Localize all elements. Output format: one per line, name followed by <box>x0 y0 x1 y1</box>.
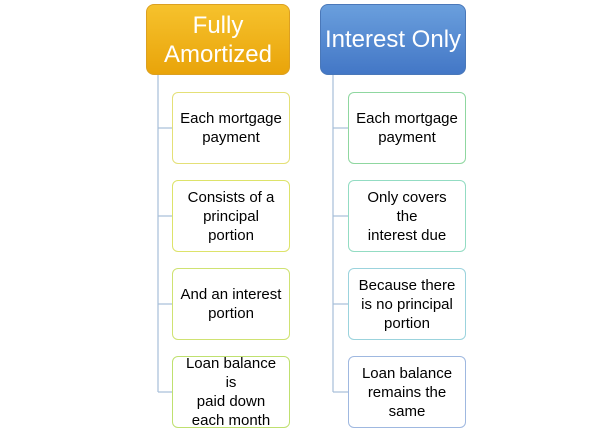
interest-only-header: Interest Only <box>320 4 466 75</box>
left-item-interest-portion: And an interest portion <box>172 268 290 340</box>
fully-amortized-header: Fully Amortized <box>146 4 290 75</box>
left-item-loan-balance-paid-down: Loan balance is paid down each month <box>172 355 290 429</box>
connector-group <box>157 75 348 393</box>
right-item-each-mortgage-payment: Each mortgage payment <box>348 92 466 164</box>
right-item-loan-balance-same: Loan balance remains the same <box>348 356 466 428</box>
left-item-each-mortgage-payment: Each mortgage payment <box>172 92 290 164</box>
right-item-no-principal-portion: Because there is no principal portion <box>348 268 466 340</box>
right-item-only-covers-interest: Only covers the interest due <box>348 180 466 252</box>
left-item-principal-portion: Consists of a principal portion <box>172 180 290 252</box>
